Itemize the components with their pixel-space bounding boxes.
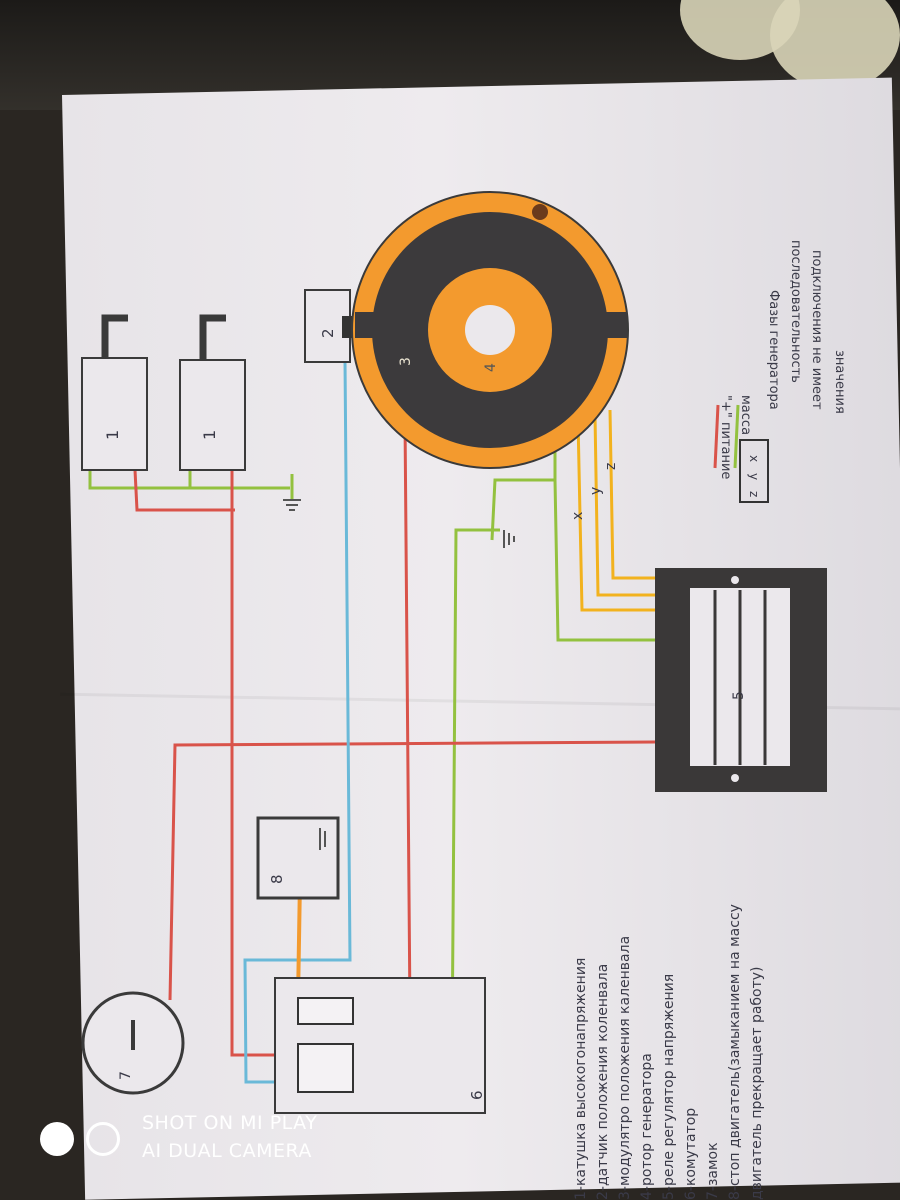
- parts-list: 1-катушка высокогонапряжения 2-датчик по…: [573, 904, 765, 1200]
- generator: 3 4: [351, 191, 629, 469]
- watermark-dot-filled: [40, 1122, 74, 1156]
- watermark-line1: SHOT ON MI PLAY: [142, 1112, 318, 1134]
- regulator-label: 5: [731, 691, 747, 700]
- commutator: 6: [274, 977, 486, 1114]
- watermark-line2: AI DUAL CAMERA: [142, 1140, 312, 1162]
- part-2: 2-датчик положения коленвала: [595, 964, 611, 1200]
- ground-wires: [88, 440, 655, 1057]
- part-8-cont: двигатель прекращает работу): [749, 966, 765, 1200]
- ground-symbol: [503, 530, 515, 548]
- part-4: 4-ротор генератора: [639, 1053, 655, 1200]
- sensor-label: 2: [319, 328, 337, 338]
- watermark-dot-outline: [86, 1122, 120, 1156]
- coil-label: 1: [103, 430, 122, 440]
- phase-x-label: x: [570, 512, 586, 520]
- legend-phases-line4: значения: [832, 350, 847, 414]
- voltage-regulator: 5: [655, 568, 827, 792]
- legend-z: z: [747, 491, 761, 497]
- ignition-coil: 1: [81, 314, 148, 471]
- phase-y-label: y: [588, 487, 604, 495]
- legend-power: "+" питание: [718, 395, 733, 479]
- part-7: 7-замок: [705, 1142, 721, 1200]
- legend: "+" питание масса x y z Фазы генератора …: [713, 240, 847, 503]
- legend-ground: масса: [738, 395, 753, 435]
- part-1: 1-катушка высокогонапряжения: [573, 958, 589, 1200]
- commutator-label: 6: [468, 1090, 486, 1100]
- camera-watermark: SHOT ON MI PLAY AI DUAL CAMERA: [40, 1110, 360, 1170]
- legend-phases-title: Фазы генератора: [766, 290, 781, 410]
- crankshaft-sensor: 2: [304, 289, 356, 363]
- ignition-lock: 7: [81, 991, 185, 1095]
- phase-z-label: z: [603, 463, 619, 470]
- background-shoe: [770, 0, 900, 90]
- rotor-label: 4: [483, 363, 499, 372]
- signal-wire: [243, 359, 352, 1084]
- legend-phases-line3: подключения не имеет: [809, 250, 824, 410]
- modulator-label: 3: [398, 357, 414, 366]
- switch-label: 8: [268, 874, 286, 884]
- ignition-coil: 1: [179, 314, 246, 471]
- legend-phases-line2: последовательность: [788, 240, 803, 383]
- stop-switch: 8: [256, 816, 340, 900]
- lock-label: 7: [118, 1071, 134, 1080]
- part-5: 5-реле регулятор напряжения: [661, 974, 677, 1200]
- phase-wires: [576, 409, 655, 612]
- part-8: 8-стоп двигатель(замыканием на массу: [727, 904, 743, 1200]
- part-3: 3-модулятро положения каленвала: [617, 936, 633, 1200]
- part-6: 6-комутатор: [683, 1108, 699, 1200]
- coil-label: 1: [200, 430, 219, 440]
- ground-symbol: [283, 499, 301, 511]
- legend-x: x: [747, 455, 761, 462]
- legend-y: y: [747, 473, 761, 480]
